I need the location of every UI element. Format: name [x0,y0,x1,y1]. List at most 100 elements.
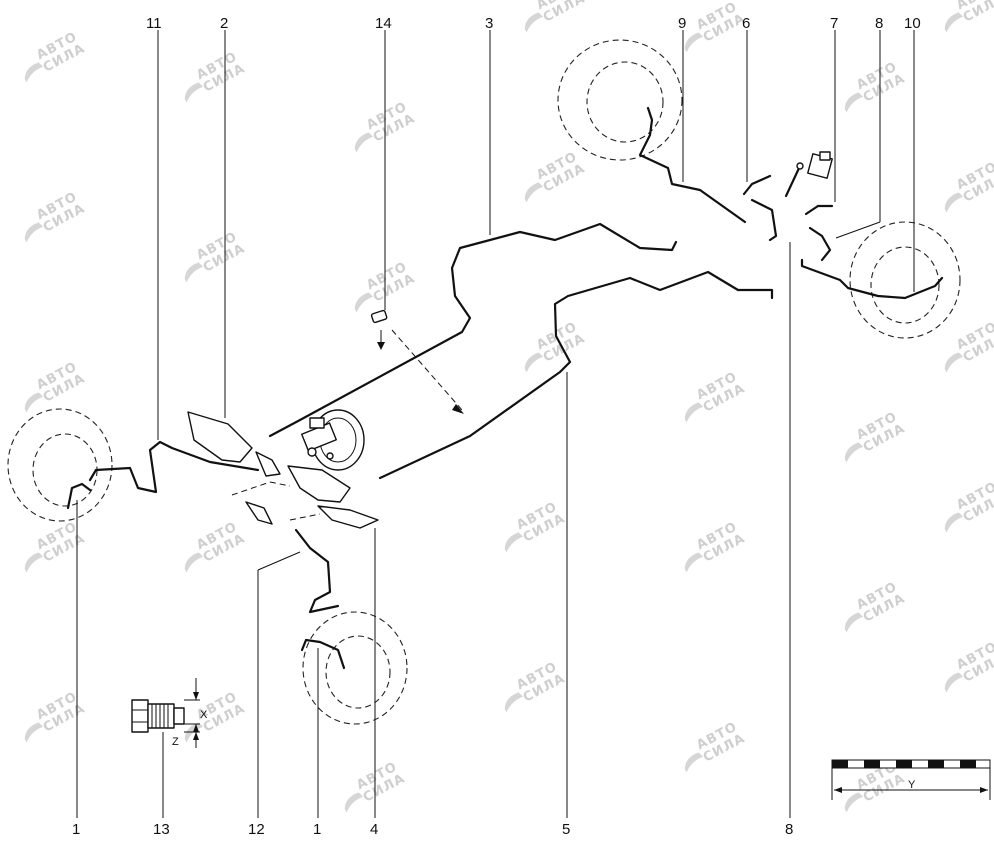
watermark-car-icon [524,182,544,203]
bracket-front-left [187,411,253,463]
watermark-car-icon [24,722,44,743]
bracket-front-small [255,451,281,477]
pointer-line-front-lower [289,513,321,521]
flare-nut-detail-13: X Z [131,678,208,748]
watermark-car-icon [844,442,864,463]
watermark-car-icon [524,12,544,33]
callout-10: 10 [904,15,921,32]
bracket-front-clip [245,501,273,525]
watermark-car-icon [354,292,374,313]
brake-pressure-regulator [784,151,833,198]
callout-9: 9 [678,15,686,32]
watermark-car-icon [504,692,524,713]
watermark-car-icon [24,62,44,83]
leader-lines [76,30,915,818]
wheel-front-right [302,611,408,725]
scale-bar: Y [831,759,991,800]
wheel-front-left [7,408,113,522]
watermark-car-icon [684,552,704,573]
pipe-union-14 [370,309,388,350]
callout-2: 2 [220,15,228,32]
flex-hose-front-right [300,638,346,670]
flex-hose-rear-right [808,226,832,262]
watermark-car-icon [684,32,704,53]
watermark-car-icon [524,352,544,373]
dim-label-z: Z [172,736,179,748]
pointer-arrow-center [452,404,464,414]
callout-13: 13 [153,821,170,838]
brake-pipe-3 [268,222,678,438]
callout-4: 4 [370,821,378,838]
watermark-car-icon [684,402,704,423]
watermark-car-icon [184,82,204,103]
watermark-car-icon [344,792,364,813]
watermark-car-icon [24,392,44,413]
callout-7: 7 [830,15,838,32]
dim-label-x: X [200,709,208,721]
watermark-car-icon [944,12,964,33]
brake-pipe-5 [378,270,774,480]
watermark-car-icon [844,792,864,813]
short-pipe-7 [804,204,834,216]
brake-servo-master-cylinder [301,409,365,471]
callout-1-left: 1 [72,821,80,838]
watermark-car-icon [944,192,964,213]
wheel-rear-right [849,221,961,339]
wheel-rear-left [557,39,683,161]
watermark-car-icon [944,672,964,693]
callout-12: 12 [248,821,265,838]
scale-bar-label: Y [908,779,916,791]
watermark-car-icon [24,222,44,243]
pointer-line-front-upper [231,481,291,496]
pointer-line-center [391,329,463,411]
callout-8-top: 8 [875,15,883,32]
callout-11: 11 [146,15,162,32]
watermark-car-icon [684,752,704,773]
watermark-car-icon [184,722,204,743]
flex-hose-front-left [66,482,92,510]
brake-pipe-10 [800,258,944,300]
watermark-car-icon [844,92,864,113]
callout-1-right: 1 [313,821,321,838]
watermark-car-icon [354,132,374,153]
watermark-car-icon [844,612,864,633]
callout-8-bottom: 8 [785,821,793,838]
watermark-car-icon [504,532,524,553]
bracket-front-lower [317,505,379,529]
brake-pipe-11 [88,440,260,494]
brake-pipe-12 [294,528,340,614]
watermark-car-icon [184,552,204,573]
watermark-car-icon [184,262,204,283]
callout-5: 5 [562,821,570,838]
callout-14: 14 [375,15,392,32]
callout-3: 3 [485,15,493,32]
